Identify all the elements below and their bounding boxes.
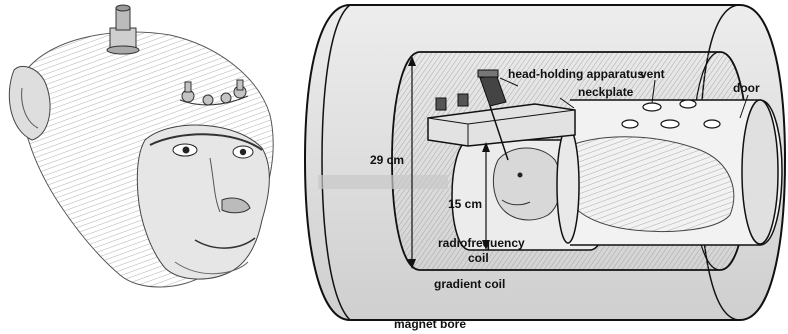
label-radiofrequency: radiofrequency (438, 236, 525, 250)
neckplate (557, 127, 579, 243)
monkey-head-small (493, 148, 561, 220)
label-magnet-bore: magnet bore (394, 317, 466, 331)
label-15cm: 15 cm (448, 197, 482, 211)
label-vent: vent (640, 67, 665, 81)
label-neckplate: neckplate (578, 85, 634, 99)
head-post-icon (107, 5, 139, 54)
label-29cm: 29 cm (370, 153, 404, 167)
monkey-head-illustration (9, 5, 273, 287)
label-door: door (733, 81, 760, 95)
beam-stripe (318, 175, 448, 189)
label-head-holding-apparatus: head-holding apparatus (508, 67, 644, 81)
mri-bore-diagram: head-holding apparatus neckplate vent do… (305, 5, 785, 331)
label-gradient-coil: gradient coil (434, 277, 505, 291)
door (742, 100, 778, 244)
label-coil: coil (468, 251, 489, 265)
